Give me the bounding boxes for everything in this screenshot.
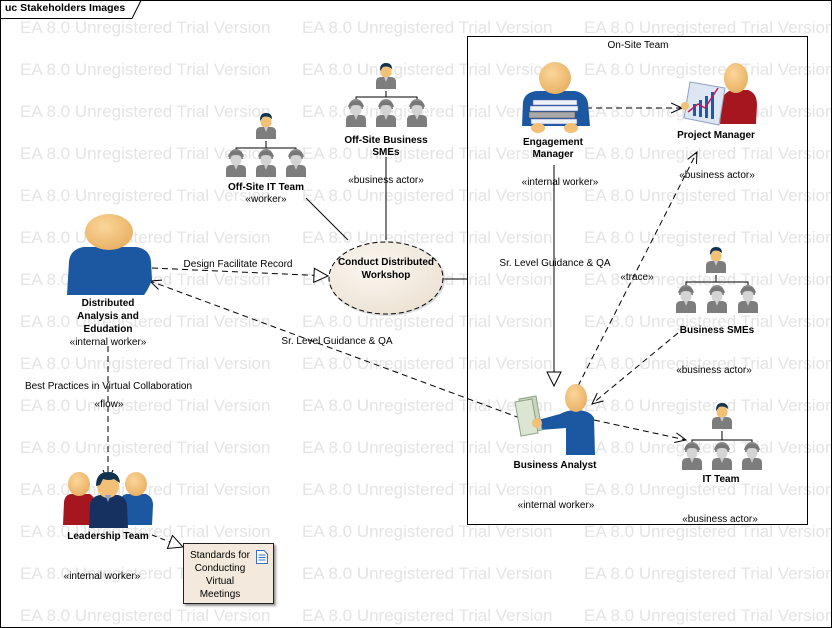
connector-offsite-it-workshop[interactable] <box>305 197 349 241</box>
note-line-2: Conducting <box>194 563 246 574</box>
business-analyst-name[interactable]: Business Analyst <box>513 460 597 471</box>
org-chart-icon <box>346 63 427 127</box>
workshop-name-2[interactable]: Workshop <box>361 270 411 281</box>
standards-note[interactable]: Standards for Conducting Virtual Meeting… <box>183 543 274 604</box>
org-chart-icon <box>682 403 762 470</box>
connector-leadership-note[interactable] <box>151 535 183 547</box>
connector-stereotype-flow: «flow» <box>94 399 124 410</box>
connector-trace[interactable] <box>577 152 697 387</box>
business-analyst-stereotype: «internal worker» <box>517 500 595 511</box>
offsite-smes-name-1[interactable]: Off-Site Business <box>344 135 428 146</box>
connector-label-sr-guidance-2: Sr. Level Guidance & QA <box>499 258 611 269</box>
group-icon <box>63 472 153 528</box>
connector-smes-analyst[interactable] <box>592 332 679 404</box>
connector-label-best-practices: Best Practices in Virtual Collaboration <box>24 381 193 392</box>
project-manager-stereotype: «business actor» <box>679 170 755 181</box>
offsite-it-team-stereotype: «worker» <box>245 194 287 205</box>
distributed-analysis-name-1[interactable]: Distributed <box>81 298 135 309</box>
project-manager-name[interactable]: Project Manager <box>677 130 755 141</box>
offsite-it-team-name[interactable]: Off-Site IT Team <box>228 182 304 193</box>
leadership-team-name[interactable]: Leadership Team <box>67 531 149 542</box>
document-icon <box>256 550 268 564</box>
note-line-4: Meetings <box>199 589 241 600</box>
it-team-stereotype: «business actor» <box>682 514 758 525</box>
connector-label-design: Design Facilitate Record <box>183 259 293 270</box>
distributed-analysis-stereotype: «internal worker» <box>69 337 147 348</box>
note-line-3: Virtual <box>205 576 235 587</box>
person-icon <box>67 214 152 295</box>
it-team-name[interactable]: IT Team <box>702 474 740 485</box>
frame-title: uc Stakeholders Images <box>5 2 126 14</box>
connector-label-sr-guidance-1: Sr. Level Guidance & QA <box>281 336 393 347</box>
org-chart-icon <box>226 113 306 177</box>
connector-sr-guidance-analyst[interactable] <box>150 281 521 419</box>
engagement-manager-name-1[interactable]: Engagement <box>522 137 583 148</box>
offsite-smes-stereotype: «business actor» <box>348 175 424 186</box>
offsite-smes-name-2[interactable]: SMEs <box>372 147 400 158</box>
boundary-title: On-Site Team <box>607 40 669 51</box>
engagement-manager-name-2[interactable]: Manager <box>532 149 574 160</box>
org-chart-icon <box>676 247 758 313</box>
business-smes-stereotype: «business actor» <box>676 365 752 376</box>
frame-tab-border <box>0 0 142 19</box>
connector-analyst-it-team[interactable] <box>593 419 686 440</box>
worker-with-documents-icon <box>514 384 595 455</box>
workshop-name-1[interactable]: Conduct Distributed <box>337 257 435 268</box>
on-site-team-boundary[interactable] <box>467 36 808 525</box>
worker-with-books-icon <box>522 62 590 133</box>
leadership-team-stereotype: «internal worker» <box>63 571 141 582</box>
note-line-1: Standards for <box>189 550 251 561</box>
worker-with-chart-icon <box>681 63 757 126</box>
connector-label-trace: «trace» <box>620 272 654 283</box>
distributed-analysis-name-2[interactable]: Analysis and <box>77 311 139 322</box>
business-smes-name[interactable]: Business SMEs <box>679 325 755 336</box>
engagement-manager-stereotype: «internal worker» <box>521 177 599 188</box>
distributed-analysis-name-3[interactable]: Edudation <box>83 324 133 335</box>
use-case-conduct-workshop[interactable] <box>328 241 444 315</box>
